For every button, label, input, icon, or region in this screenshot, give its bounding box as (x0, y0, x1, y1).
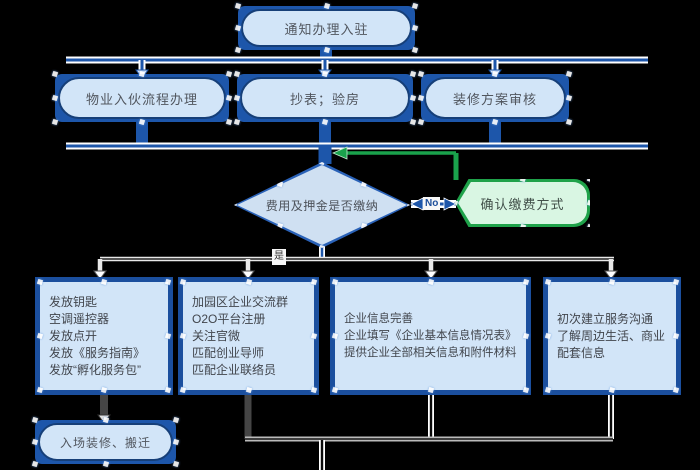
selection-handle (36, 278, 44, 286)
selection-handle (36, 332, 44, 340)
node-start-label: 通知办理入驻 (241, 9, 412, 47)
edge-label-yes: 是 (272, 249, 286, 265)
selection-handle (310, 278, 318, 286)
selection-handle (672, 278, 680, 286)
selection-handle (36, 386, 44, 394)
node-end-movein-label: 入场装修、搬迁 (38, 423, 173, 461)
node-start[interactable]: 通知办理入驻 (234, 2, 419, 54)
box-line: 发放点开 (49, 328, 98, 343)
node-box-service-communication[interactable]: 初次建立服务沟通 了解周边生活、商业 配套信息 (543, 277, 681, 395)
box-line: 加园区企业交流群 (192, 294, 289, 309)
selection-handle (522, 386, 530, 394)
node-box-community[interactable]: 加园区企业交流群 O2O平台注册 关注官微 匹配创业导师 匹配企业联络员 (178, 277, 319, 395)
box-line: 匹配创业导师 (192, 345, 265, 360)
node-renovation-review[interactable]: 装修方案审核 (417, 70, 573, 126)
box-line: 发放《服务指南》 (49, 345, 146, 360)
box-line: 发放“孵化服务包” (49, 362, 141, 377)
selection-handle (310, 386, 318, 394)
selection-handle (427, 386, 434, 394)
selection-handle (179, 278, 187, 286)
selection-handle (544, 386, 552, 394)
edge-bottom-merge (244, 395, 614, 470)
selection-handle (164, 278, 172, 286)
selection-handle (100, 386, 108, 394)
box-line: 配套信息 (557, 345, 606, 360)
selection-handle (427, 278, 434, 286)
node-box-handover-items[interactable]: 发放钥匙 空调遥控器 发放点开 发放《服务指南》 发放“孵化服务包” (35, 277, 173, 395)
selection-handle (672, 386, 680, 394)
box-line: 企业填写《企业基本信息情况表》 (344, 329, 517, 342)
box-line: O2O平台注册 (192, 311, 266, 326)
selection-handle (179, 386, 187, 394)
selection-handle (522, 278, 530, 286)
node-property-process-label: 物业入伙流程办理 (58, 77, 226, 119)
node-box-enterprise-info[interactable]: 企业信息完善 企业填写《企业基本信息情况表》 提供企业全部相关信息和附件材料 (330, 277, 531, 395)
edge-decision-yes-bus (93, 245, 618, 280)
selection-handle (245, 278, 252, 286)
edge-confirm-to-decision (331, 146, 459, 180)
selection-handle (544, 278, 552, 286)
box-line: 企业信息完善 (344, 312, 413, 325)
node-end-movein[interactable]: 入场装修、搬迁 (31, 416, 180, 468)
selection-handle (608, 278, 616, 286)
node-meter-inspection-label: 抄表；验房 (240, 77, 410, 119)
selection-handle (164, 386, 172, 394)
edge-box1-to-end (97, 395, 111, 424)
box-line: 初次建立服务沟通 (557, 311, 654, 326)
selection-handle (179, 332, 187, 340)
selection-handle (608, 386, 616, 394)
selection-handle (245, 386, 252, 394)
node-property-process[interactable]: 物业入伙流程办理 (51, 70, 233, 126)
selection-handle (331, 332, 339, 340)
box-line: 发放钥匙 (49, 294, 98, 309)
node-renovation-review-label: 装修方案审核 (424, 77, 566, 119)
selection-handle (544, 332, 552, 340)
box-line: 提供企业全部相关信息和附件材料 (344, 346, 517, 359)
node-meter-inspection[interactable]: 抄表；验房 (233, 70, 417, 126)
node-confirm-payment-label: 确认缴费方式 (458, 182, 587, 224)
box-line: 空调遥控器 (49, 311, 110, 326)
selection-handle (331, 278, 339, 286)
box-line: 匹配企业联络员 (192, 362, 277, 377)
selection-handle (100, 278, 108, 286)
box-line: 关注官微 (192, 328, 241, 343)
node-confirm-payment[interactable]: 确认缴费方式 (455, 179, 590, 227)
box-line: 了解周边生活、商业 (557, 328, 666, 343)
edge-row2-to-decision (66, 119, 648, 164)
selection-handle (331, 386, 339, 394)
edge-label-no: No (423, 197, 441, 210)
